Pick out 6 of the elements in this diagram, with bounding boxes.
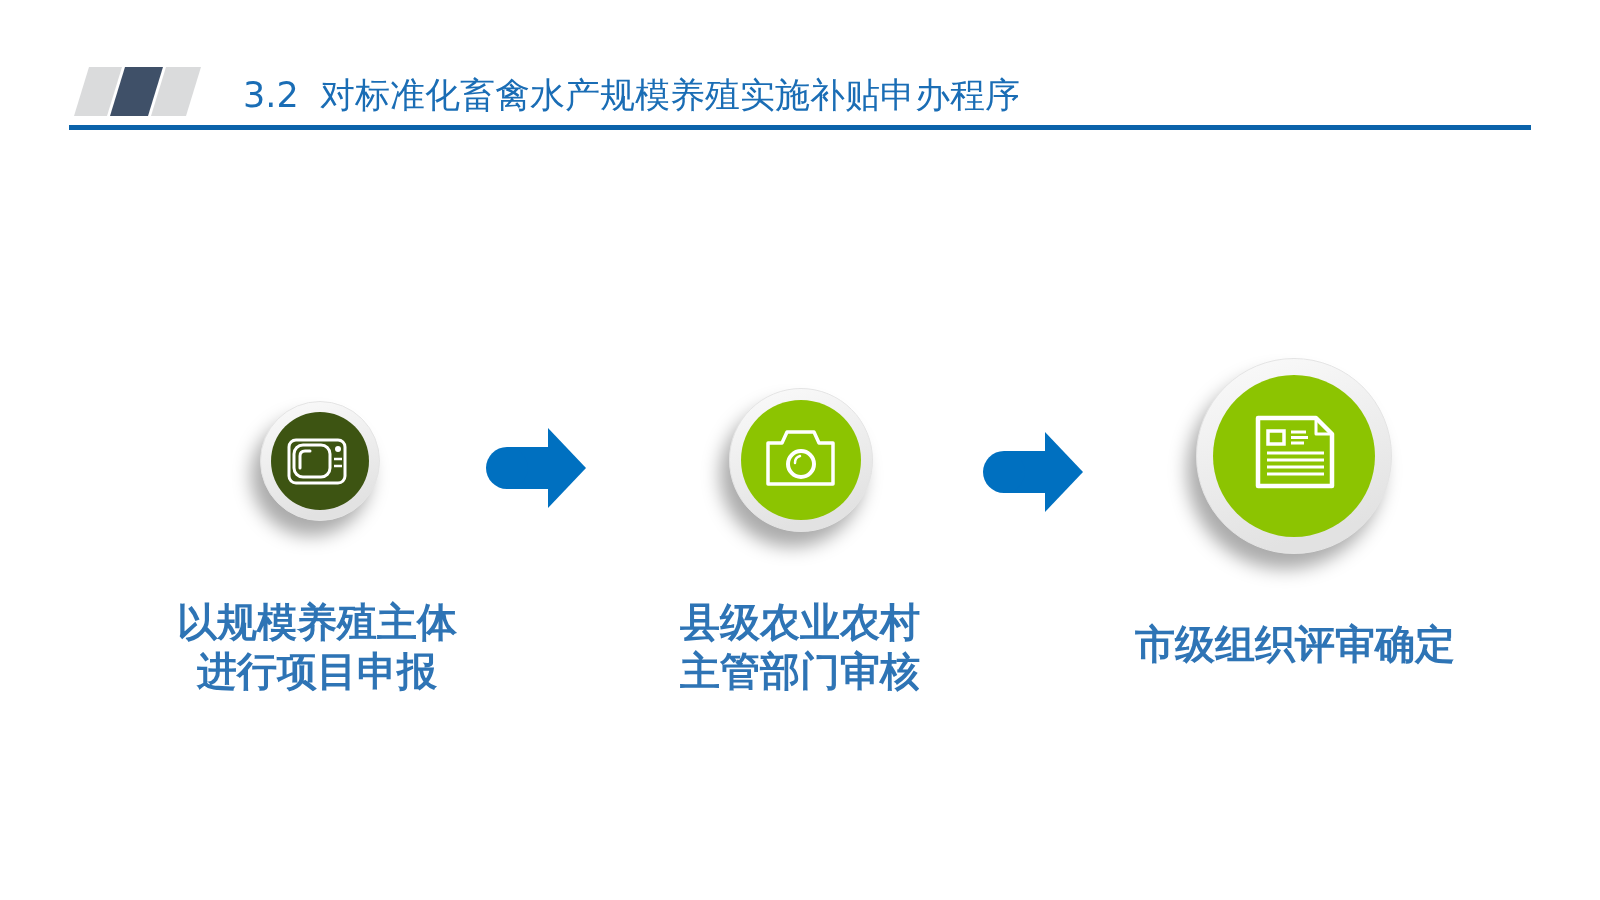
arrow bbox=[486, 428, 586, 508]
slide-title: 3.2 对标准化畜禽水产规模养殖实施补贴申办程序 bbox=[243, 74, 1020, 116]
step-label: 县级农业农村主管部门审核 bbox=[679, 598, 921, 696]
arrow bbox=[983, 432, 1083, 512]
step-label: 市级组织评审确定 bbox=[1135, 620, 1455, 669]
step-label: 以规模养殖主体进行项目申报 bbox=[176, 598, 458, 696]
